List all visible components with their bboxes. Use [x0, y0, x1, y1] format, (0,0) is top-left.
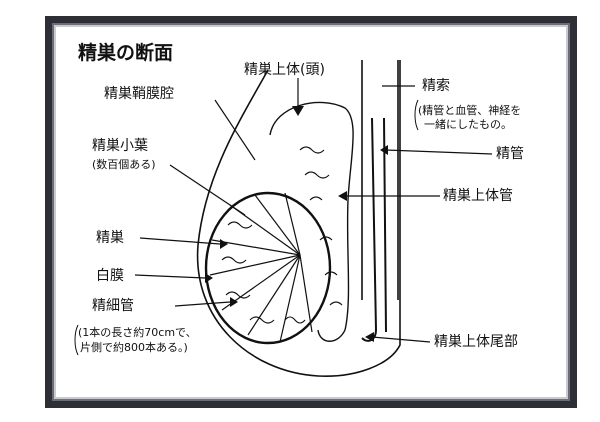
cord-note-bracket [414, 99, 419, 131]
label-seminiferous-note-1: (1本の長さ約70cmで、 [78, 326, 197, 339]
arrowhead-head [292, 106, 304, 116]
leader-lobule [169, 164, 246, 216]
arrowhead-albuginea [205, 273, 213, 283]
label-cord-note-2: 一緒にしたもの。 [424, 118, 512, 131]
label-spermatic-cord: 精索 [422, 78, 450, 94]
leader-vas [385, 149, 493, 155]
spermatic-cord-outline [361, 60, 399, 300]
label-tail-epididymis: 精巣上体尾部 [434, 334, 518, 350]
leader-testis [139, 237, 221, 245]
leader-tail [371, 336, 431, 343]
label-seminiferous: 精細管 [92, 298, 134, 314]
label-head-epididymis: 精巣上体(頭) [244, 62, 325, 78]
tubule-squiggles [221, 146, 343, 324]
testis-body [204, 191, 332, 345]
arrowhead-vas [380, 145, 388, 155]
label-lobule: 精巣小葉 [92, 138, 148, 154]
epididymis-outline [269, 101, 354, 342]
label-seminiferous-note-2: 片側で約800本ある。) [80, 341, 188, 354]
diagram-title: 精巣の断面 [78, 42, 174, 64]
label-vas-deferens: 精管 [496, 146, 524, 162]
leader-seminiferous [174, 301, 231, 307]
label-lobule-note: (数百個ある) [92, 158, 156, 171]
arrowhead-epididymal-duct [338, 191, 347, 201]
outer-tunica-outline [196, 60, 401, 377]
label-albuginea: 白膜 [96, 268, 124, 284]
label-tunica-cavity: 精巣鞘膜腔 [104, 86, 174, 102]
leader-albuginea [134, 274, 206, 279]
label-epididymal-duct: 精巣上体管 [443, 188, 513, 204]
label-testis: 精巣 [96, 230, 124, 246]
arrowhead-seminiferous [230, 297, 238, 307]
arrowhead-tail [365, 332, 374, 342]
label-cord-note-1: (精管と血管、神経を [418, 104, 522, 117]
leader-tunica-cavity [214, 99, 256, 161]
arrowhead-testis [220, 239, 228, 249]
picture-frame [45, 16, 577, 408]
seminiferous-note-bracket [74, 324, 79, 356]
